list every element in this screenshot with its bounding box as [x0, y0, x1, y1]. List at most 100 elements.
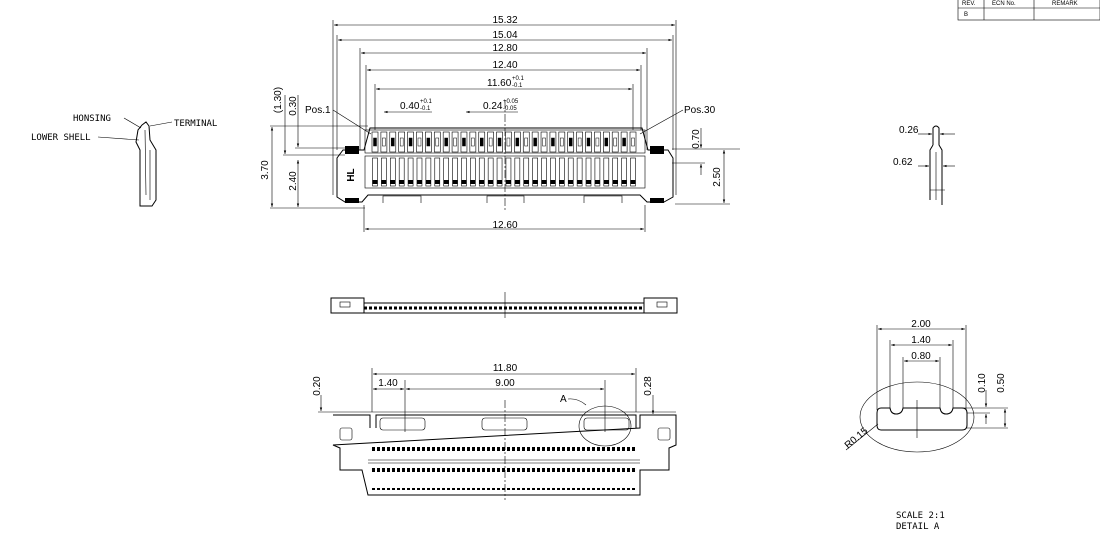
dim-overall: 15.32 [492, 15, 517, 26]
pin-lower [576, 157, 583, 187]
pin-lower [603, 157, 610, 187]
pin-row [371, 131, 637, 187]
pin-tail [416, 180, 422, 184]
pin-lower [630, 157, 636, 187]
pin-tail [532, 180, 538, 184]
pin-contact [408, 137, 413, 147]
pin-upper [487, 131, 494, 153]
pin-upper [460, 131, 468, 153]
pin-upper [629, 131, 637, 153]
pos-last-label: Pos.30 [684, 105, 716, 116]
dim-h-2-40: 2.40 [288, 171, 299, 191]
pin-contact [613, 137, 617, 147]
pin-upper [469, 131, 477, 153]
pin-contact [373, 137, 377, 147]
pin-contact [497, 137, 502, 147]
pin-tail [390, 180, 396, 184]
pin-upper [603, 131, 610, 153]
pin-lower [612, 157, 619, 187]
pin-contact [515, 137, 520, 147]
pin-contact [568, 137, 573, 147]
pin-tail [470, 180, 476, 184]
dim-left-h: 0.20 [312, 376, 323, 396]
top-view: 15.32 15.04 12.80 12.40 11.60 +0.1 -0.1 … [260, 15, 740, 232]
pin-upper [576, 131, 583, 153]
rev-header: REV. [962, 1, 976, 7]
pin-lower [470, 157, 476, 187]
pin-lower [594, 157, 601, 187]
pin-contact [622, 137, 626, 147]
dim-bottom-width: 12.60 [492, 220, 517, 231]
pin-tail [443, 180, 449, 184]
pin-tail [399, 180, 405, 184]
pin-upper [407, 131, 414, 153]
dim-notch: 0.10 [977, 373, 988, 393]
pin-upper [442, 131, 450, 153]
pin-lower [425, 157, 432, 187]
bottom-view: 11.80 1.40 9.00 0.20 0.28 A [312, 363, 677, 500]
pin-lower [532, 157, 538, 187]
rev-value: B [964, 12, 968, 18]
pin-upper [478, 131, 486, 153]
ecn-header: ECN No. [992, 1, 1016, 7]
dim-edge: 1.40 [378, 378, 398, 389]
pin-contact [631, 137, 635, 147]
pin-contact [453, 137, 457, 147]
dim-pitch-tol-plus: +0.1 [420, 99, 433, 105]
pin-tail [523, 180, 529, 184]
hl-marking: HL [346, 168, 357, 181]
pin-contact [595, 137, 600, 147]
terminal-detail: 0.26 0.62 [893, 125, 955, 205]
pin-contact [586, 137, 591, 147]
pin-upper [611, 131, 619, 153]
pin-contact [435, 137, 440, 147]
dim-terminal-width: 0.62 [893, 157, 913, 168]
front-view [330, 292, 678, 318]
lower-shell-label: LOWER SHELL [31, 133, 91, 143]
pin-tail [452, 180, 458, 184]
revision-table: REV. ECN No. REMARK B [957, 0, 1100, 21]
pin-lower [585, 157, 592, 187]
pin-upper [531, 131, 539, 153]
pin-upper [549, 131, 557, 153]
pin-upper [620, 131, 628, 153]
pin-upper [505, 131, 512, 153]
dim-housing-inner: 12.40 [492, 60, 517, 71]
dim-pitch: 0.40 [400, 101, 420, 112]
dim-h-3-70: 3.70 [260, 160, 271, 180]
pin-lower [541, 157, 547, 187]
pin-contact [382, 137, 386, 147]
pin-contact [462, 137, 466, 147]
pin-tail [425, 180, 431, 184]
pin-upper [522, 131, 530, 153]
pin-lower [398, 157, 405, 187]
pin-lower [434, 157, 441, 187]
pin-lower [621, 157, 627, 187]
pin-contact [480, 137, 484, 147]
pin-tail [514, 180, 520, 184]
pin-tail [586, 180, 592, 184]
pin-tail [603, 180, 609, 184]
dim-pin-span-tol-minus: -0.1 [512, 83, 523, 89]
pin-upper [380, 131, 388, 153]
pin-tail [559, 180, 565, 184]
pin-lower [461, 157, 467, 187]
pin-upper [594, 131, 601, 153]
pin-tail [550, 180, 556, 184]
dim-span: 11.80 [493, 363, 518, 374]
dim-pin-width-tol-minus: -0.05 [503, 106, 517, 112]
pin-upper [389, 131, 397, 153]
pin-lower [505, 157, 512, 187]
pin-contact [399, 137, 404, 147]
pin-contact [560, 137, 564, 147]
pin-lower [381, 157, 387, 187]
dim-pin-span-tol-plus: +0.1 [512, 76, 525, 82]
pin-upper [371, 131, 379, 153]
pin-contact [551, 137, 555, 147]
remark-header: REMARK [1052, 1, 1078, 7]
terminal-label: TERMINAL [174, 119, 217, 129]
pin-tail [372, 180, 378, 184]
pin-tail [541, 180, 547, 184]
pin-upper [398, 131, 405, 153]
